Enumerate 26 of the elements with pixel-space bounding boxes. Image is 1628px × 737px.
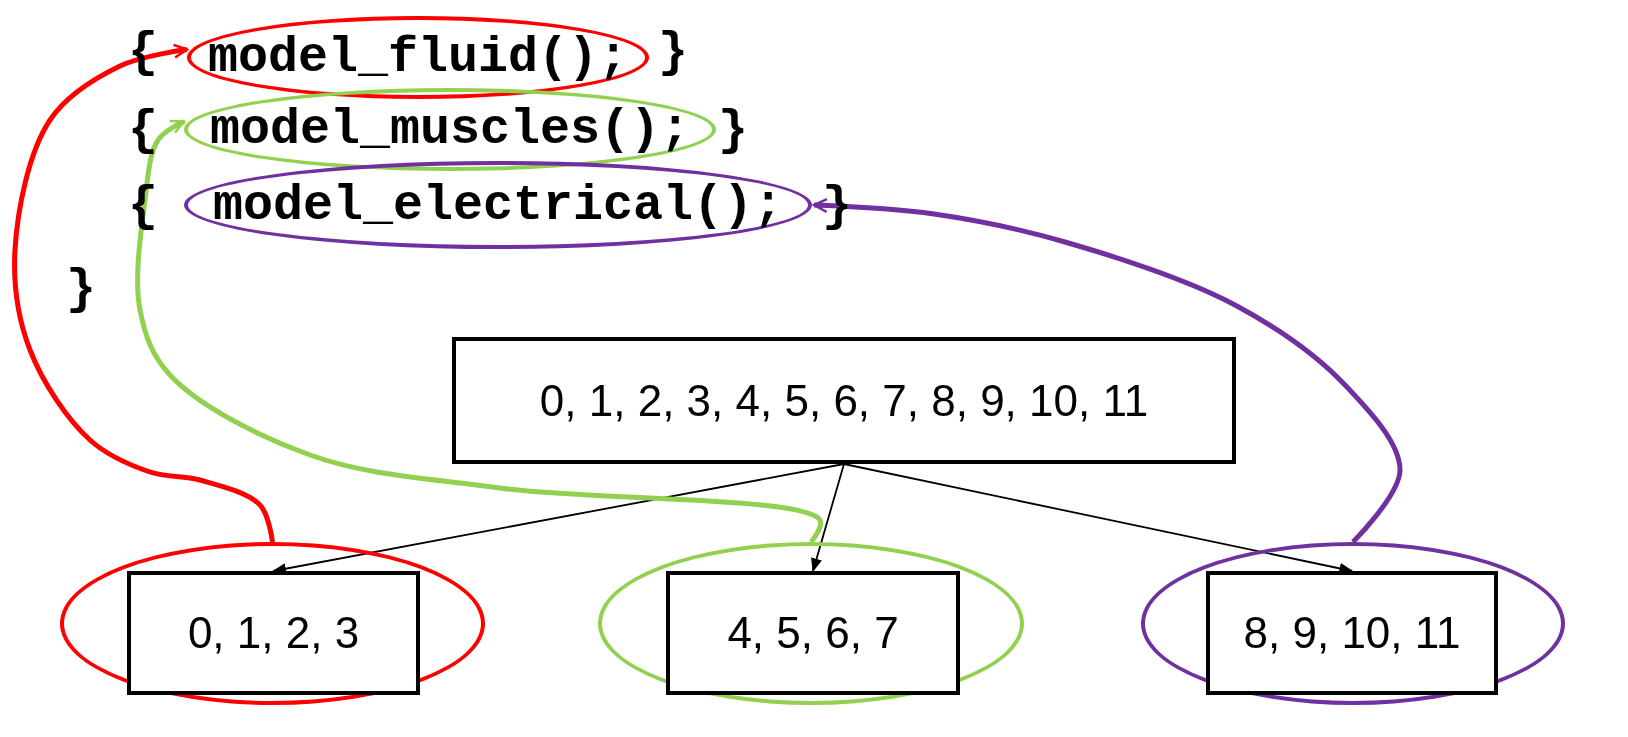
code-brace: } [66, 265, 96, 315]
ellipse-outline [1141, 542, 1565, 705]
index-box [452, 337, 1236, 464]
index-list: 4, 5, 6, 7 [727, 608, 899, 658]
code-call-ellipse [184, 88, 716, 171]
index-box [1206, 571, 1498, 695]
index-box [127, 571, 420, 695]
code-brace: } [718, 106, 748, 156]
code-brace: } [658, 28, 688, 78]
code-call-ellipse [187, 16, 649, 99]
function-call: model_electrical(); [212, 176, 784, 234]
index-box [666, 571, 960, 695]
index-list: 0, 1, 2, 3, 4, 5, 6, 7, 8, 9, 10, 11 [539, 375, 1149, 426]
code-brace: { [128, 106, 158, 156]
arrow [811, 463, 845, 573]
code-call-ellipse [184, 161, 812, 249]
curved-arrow [12, 43, 275, 543]
function-call: model_fluid(); [207, 29, 629, 86]
ellipse-outline [598, 542, 1024, 705]
curved-arrow [135, 119, 823, 544]
function-call: model_muscles(); [209, 101, 691, 158]
index-list: 8, 9, 10, 11 [1243, 608, 1461, 658]
ellipse-outline [60, 542, 485, 705]
index-list: 0, 1, 2, 3 [187, 608, 360, 658]
arrow [843, 463, 1354, 574]
curved-arrow [812, 197, 1403, 544]
